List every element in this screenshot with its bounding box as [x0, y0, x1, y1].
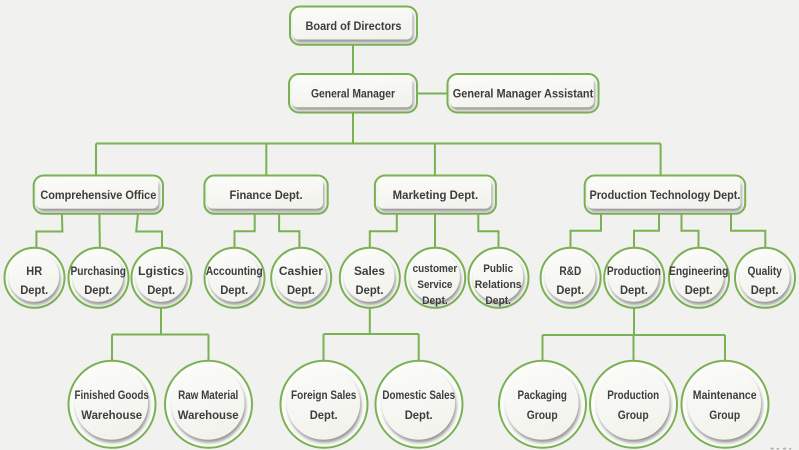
svg-text:Marketing Dept.: Marketing Dept. — [393, 188, 479, 202]
svg-text:Dept.: Dept. — [147, 283, 175, 297]
svg-text:customer: customer — [413, 263, 458, 275]
svg-text:Warehouse: Warehouse — [178, 408, 239, 422]
svg-text:Purchasing: Purchasing — [70, 264, 126, 278]
svg-text:Production: Production — [607, 388, 659, 402]
svg-text:Dept.: Dept. — [556, 283, 584, 297]
svg-text:Group: Group — [618, 408, 649, 422]
svg-text:Dept.: Dept. — [405, 408, 433, 422]
svg-text:Dept.: Dept. — [20, 283, 48, 297]
svg-text:Dept.: Dept. — [685, 283, 713, 297]
svg-text:Dept.: Dept. — [287, 283, 315, 297]
svg-text:Lgistics: Lgistics — [138, 264, 185, 278]
svg-text:Comprehensive Office: Comprehensive Office — [40, 188, 156, 202]
svg-text:Maintenance: Maintenance — [693, 388, 757, 402]
svg-text:Engineering: Engineering — [669, 264, 728, 278]
svg-text:Dept.: Dept. — [485, 295, 511, 307]
svg-text:Quality: Quality — [747, 264, 782, 278]
svg-text:Domestic Sales: Domestic Sales — [382, 388, 455, 402]
svg-text:Finished Goods: Finished Goods — [75, 388, 150, 402]
svg-text:Relations: Relations — [475, 279, 522, 291]
svg-text:Dept.: Dept. — [422, 295, 448, 307]
svg-text:Packaging: Packaging — [518, 388, 567, 402]
svg-text:General Manager: General Manager — [311, 86, 395, 100]
svg-text:Board of Directors: Board of Directors — [306, 19, 402, 33]
svg-text:R&D: R&D — [559, 264, 581, 278]
svg-text:Cashier: Cashier — [279, 264, 323, 278]
svg-text:Dept.: Dept. — [84, 283, 112, 297]
svg-text:Warehouse: Warehouse — [81, 408, 142, 422]
svg-text:Group: Group — [527, 408, 558, 422]
svg-text:Accounting: Accounting — [206, 264, 263, 278]
svg-text:Dept.: Dept. — [310, 408, 338, 422]
svg-text:Dept.: Dept. — [356, 283, 384, 297]
svg-text:Sales: Sales — [354, 264, 385, 278]
svg-text:Production Technology Dept.: Production Technology Dept. — [589, 188, 740, 202]
svg-text:Finance Dept.: Finance Dept. — [230, 188, 303, 202]
svg-text:Foreign Sales: Foreign Sales — [291, 388, 357, 402]
svg-text:Production: Production — [607, 264, 661, 278]
svg-text:Service: Service — [417, 279, 452, 291]
svg-text:Dept.: Dept. — [220, 283, 248, 297]
svg-text:Raw Material: Raw Material — [178, 388, 238, 402]
svg-text:Group: Group — [709, 408, 740, 422]
svg-text:HR: HR — [26, 264, 42, 278]
svg-text:Dept.: Dept. — [620, 283, 648, 297]
svg-text:General Manager Assistant: General Manager Assistant — [453, 86, 594, 100]
svg-text:Dept.: Dept. — [751, 283, 779, 297]
svg-text:Public: Public — [483, 263, 513, 275]
